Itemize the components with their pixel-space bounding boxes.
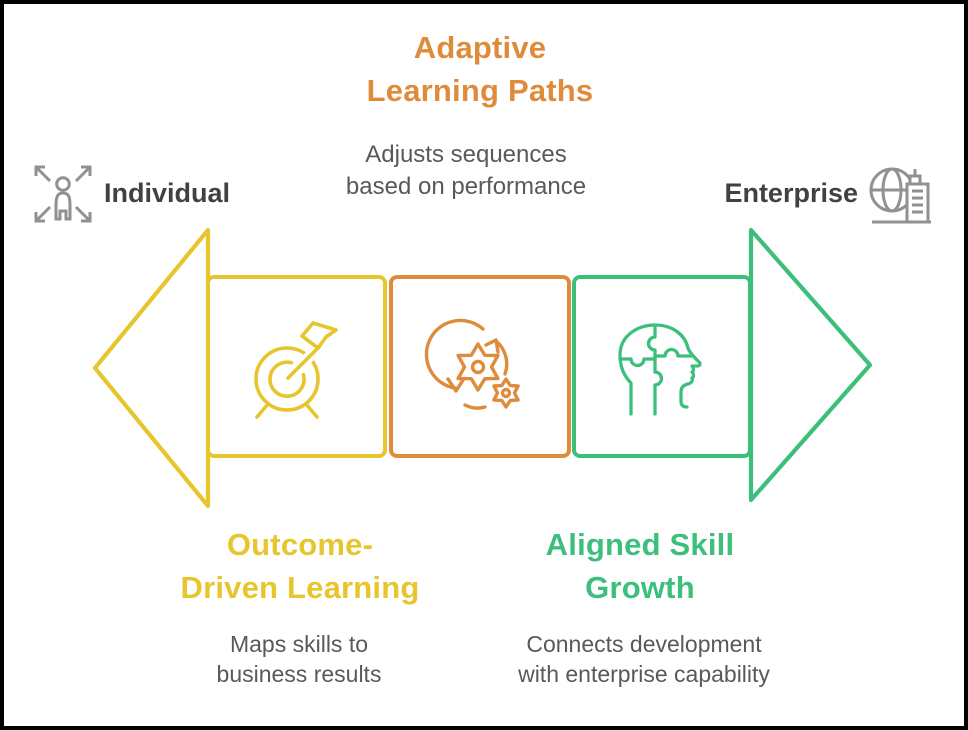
bottom-left-caption-subtitle: Maps skills to business results [216, 631, 382, 687]
arrowhead-left [92, 227, 211, 509]
top-caption-title: Adaptive Learning Paths [366, 30, 594, 108]
person-expand-icon [34, 165, 92, 223]
head-puzzle-icon [618, 322, 702, 416]
stage-box-aligned-skill-growth [572, 275, 752, 458]
bottom-left-caption-title: Outcome- Driven Learning [180, 527, 420, 605]
individual-label: Individual [104, 178, 231, 208]
target-dart-icon [253, 320, 338, 419]
arrowhead-right [748, 227, 873, 503]
bottom-right-caption-title: Aligned Skill Growth [545, 527, 735, 605]
enterprise-label: Enterprise [724, 178, 858, 208]
globe-building-icon [869, 167, 931, 224]
stage-box-adaptive-learning-paths [389, 275, 571, 458]
gears-cycle-icon [424, 318, 520, 410]
top-caption-subtitle: Adjusts sequences based on performance [345, 141, 587, 200]
bottom-right-caption-subtitle: Connects development with enterprise cap… [518, 631, 770, 687]
stage-box-outcome-driven-learning [206, 275, 387, 458]
